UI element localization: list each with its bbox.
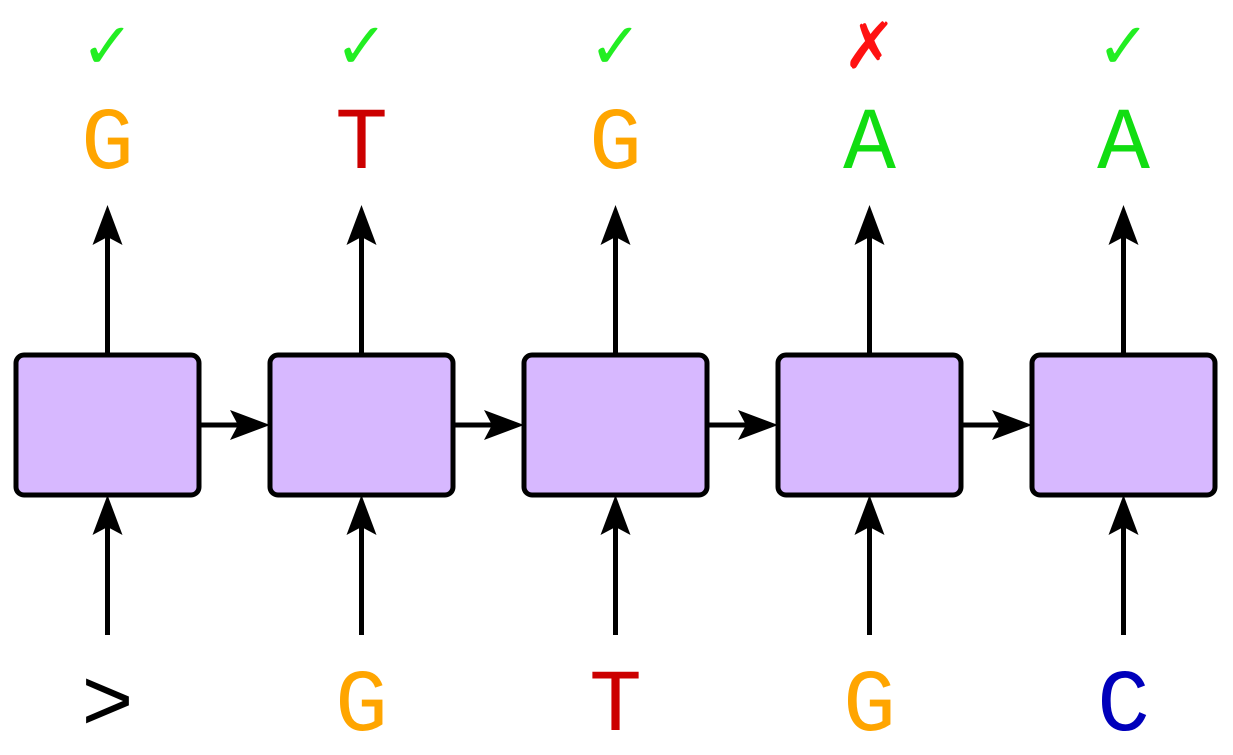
check-mark-icon: ✓ [1097, 10, 1151, 84]
recurrent-arrow [961, 410, 1032, 440]
output-arrow [1108, 205, 1139, 355]
recurrent-arrow [453, 410, 524, 440]
cross-mark-icon: ✗ [843, 10, 897, 84]
output-token: G [81, 96, 134, 195]
recurrent-arrow [707, 410, 778, 440]
recurrent-arrow [199, 410, 270, 440]
rnn-cell [521, 352, 710, 498]
output-arrow [600, 205, 631, 355]
check-mark-icon: ✓ [589, 10, 643, 84]
check-mark-icon: ✓ [81, 10, 135, 84]
input-arrow [346, 495, 377, 635]
input-arrow [600, 495, 631, 635]
output-token: G [589, 96, 642, 195]
check-mark-icon: ✓ [335, 10, 389, 84]
output-arrow [854, 205, 885, 355]
rnn-cell [775, 352, 964, 498]
input-token: T [589, 658, 642, 755]
input-token: G [843, 658, 896, 755]
output-arrow [92, 205, 123, 355]
input-token: C [1097, 658, 1150, 755]
input-token: G [335, 658, 388, 755]
output-arrow [346, 205, 377, 355]
output-token: A [1097, 96, 1150, 195]
output-token: T [335, 96, 388, 195]
input-token: > [81, 658, 134, 755]
input-arrow [1108, 495, 1139, 635]
input-arrow [854, 495, 885, 635]
input-arrow [92, 495, 123, 635]
output-token: A [843, 96, 896, 195]
rnn-cell [1029, 352, 1218, 498]
rnn-cell [267, 352, 456, 498]
rnn-cell [13, 352, 202, 498]
